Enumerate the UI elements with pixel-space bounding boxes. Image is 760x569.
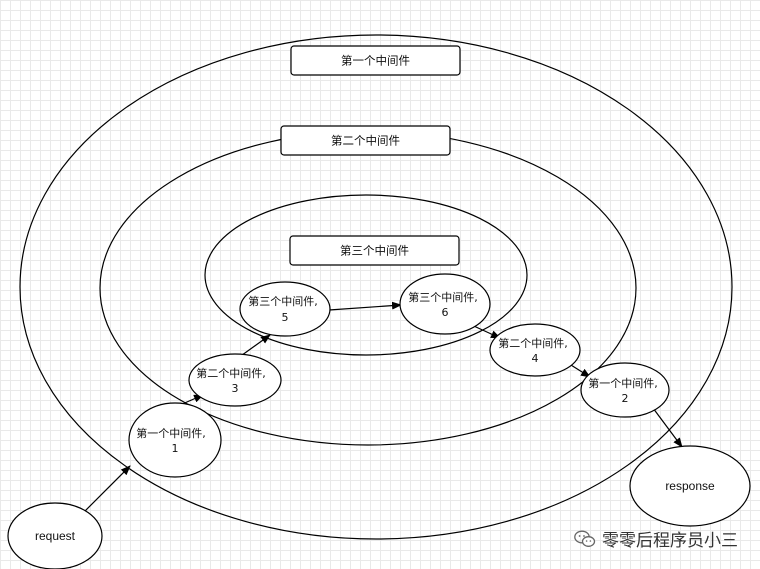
node-step-3-text: 第二个中间件,	[196, 366, 266, 380]
node-step-5: 第三个中间件, 5	[239, 281, 331, 337]
watermark: 零零后程序员小三	[574, 526, 738, 551]
node-step-5-text: 第三个中间件,	[248, 294, 318, 308]
node-step-1-number: 1	[172, 442, 179, 455]
inner-layer-label: 第三个中间件	[340, 244, 409, 258]
wechat-icon	[574, 530, 596, 547]
node-step-6: 第三个中间件, 6	[399, 273, 491, 335]
node-step-4: 第二个中间件, 4	[489, 323, 581, 377]
node-step-3: 第二个中间件, 3	[188, 353, 282, 407]
middle-layer-label: 第二个中间件	[331, 134, 400, 148]
node-response: response	[629, 445, 751, 527]
arrow-2-to-response	[649, 403, 683, 448]
node-step-3-number: 3	[232, 382, 239, 395]
node-step-4-number: 4	[532, 352, 539, 365]
node-step-2-text: 第一个中间件,	[588, 376, 658, 390]
node-step-5-number: 5	[282, 311, 289, 324]
node-step-6-text: 第三个中间件,	[408, 290, 478, 304]
node-step-2: 第一个中间件, 2	[580, 362, 670, 418]
outer-layer-ellipse	[19, 34, 733, 540]
arrow-5-to-6	[328, 301, 402, 311]
outer-layer-label: 第一个中间件	[341, 54, 410, 68]
middle-layer-ellipse	[99, 130, 637, 446]
outer-layer-label-box: 第一个中间件	[290, 45, 461, 76]
middle-layer-label-box: 第二个中间件	[280, 125, 451, 156]
node-step-1: 第一个中间件, 1	[128, 402, 222, 478]
node-request: request	[7, 502, 103, 569]
response-label: response	[665, 479, 715, 493]
request-label: request	[35, 529, 76, 543]
node-step-2-number: 2	[622, 392, 629, 405]
inner-layer-ellipse	[204, 194, 528, 356]
arrow-request-to-1	[83, 465, 131, 513]
node-step-6-number: 6	[442, 306, 449, 319]
node-step-1-text: 第一个中间件,	[136, 426, 206, 440]
watermark-text: 零零后程序员小三	[602, 531, 738, 551]
inner-layer-label-box: 第三个中间件	[289, 235, 460, 266]
node-step-4-text: 第二个中间件,	[498, 336, 568, 350]
